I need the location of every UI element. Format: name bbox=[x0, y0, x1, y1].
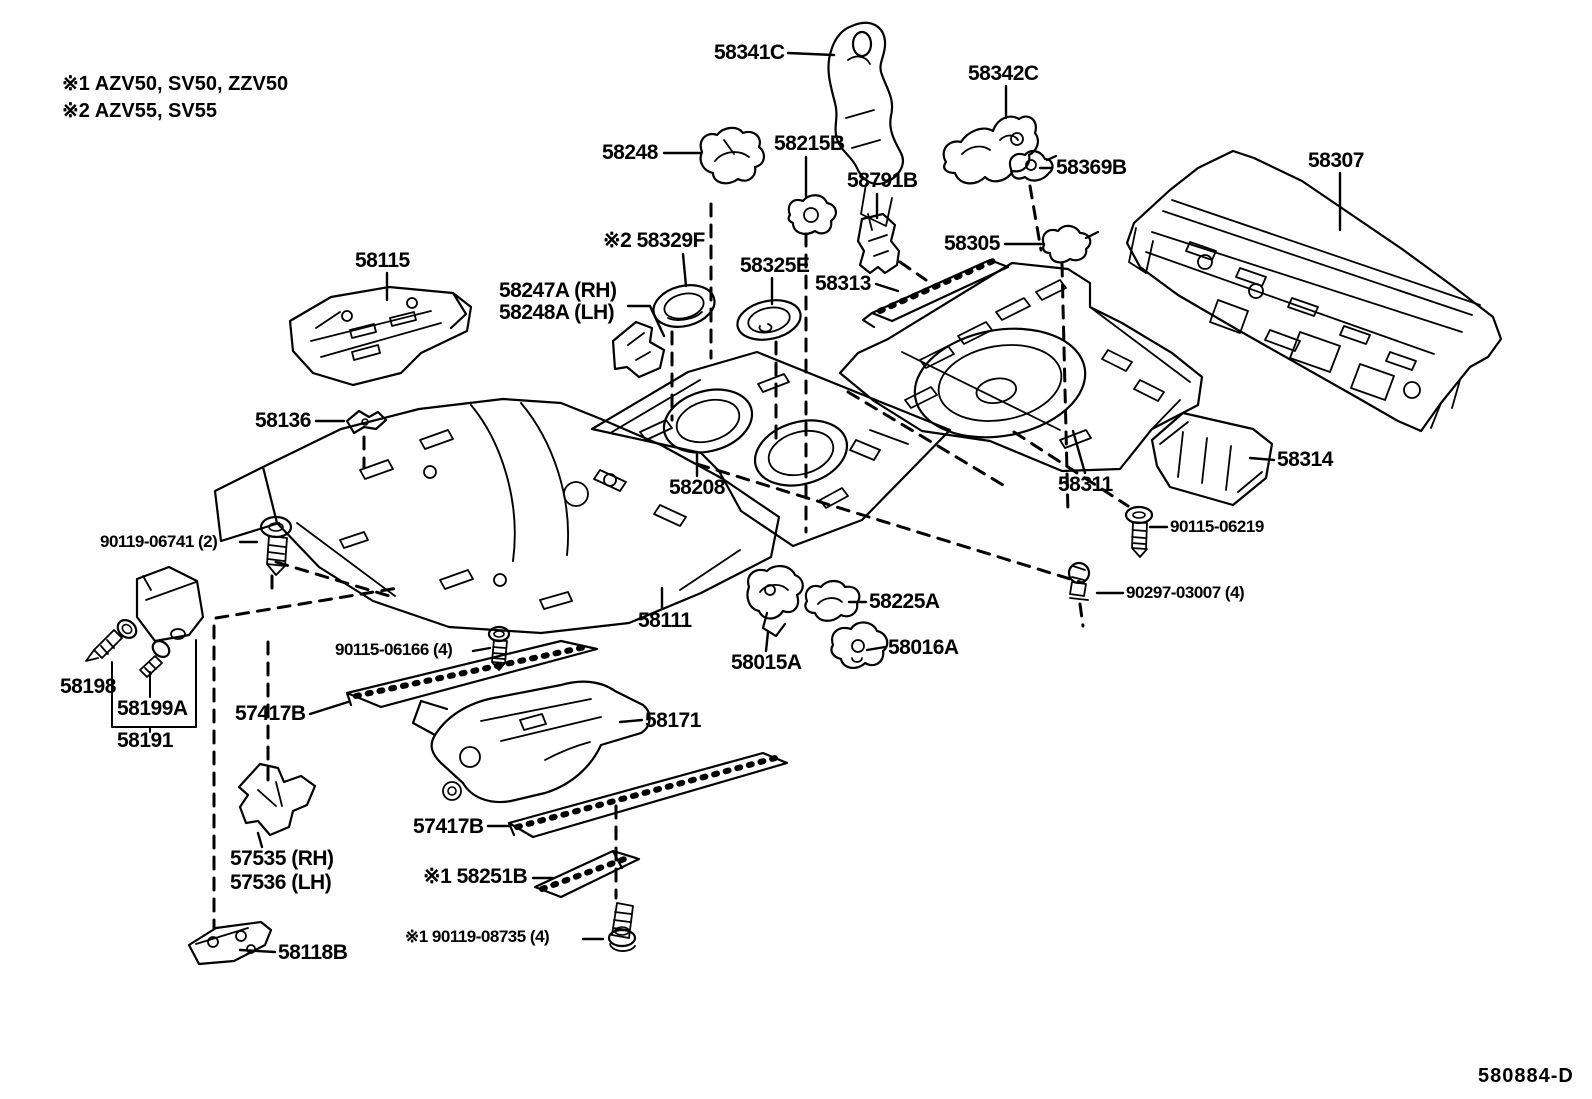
part-label-57417B-front: 57417B bbox=[235, 702, 306, 725]
part-label-58225A: 58225A bbox=[869, 590, 940, 613]
part-label-58791B: 58791B bbox=[847, 169, 918, 192]
part-58329F-drawing bbox=[652, 284, 716, 328]
part-label-58191: 58191 bbox=[117, 729, 173, 752]
part-58118B-drawing bbox=[187, 920, 273, 966]
part-label-58341C: 58341C bbox=[714, 41, 785, 64]
part-57417B-rear-rail-drawing bbox=[507, 751, 789, 839]
part-label-58247A: 58247A (RH) bbox=[499, 279, 617, 302]
part-58215B-drawing bbox=[787, 194, 837, 235]
part-label-58311: 58311 bbox=[1058, 473, 1113, 496]
part-label-58248A: 58248A (LH) bbox=[499, 301, 615, 324]
part-58225A-drawing bbox=[804, 579, 861, 622]
part-label-58325E: 58325E bbox=[740, 254, 810, 277]
part-58171-drawing bbox=[411, 680, 651, 804]
part-label-90115-06219: 90115-06219 bbox=[1170, 517, 1264, 536]
part-58342C-drawing bbox=[942, 115, 1039, 185]
part-label-58305: 58305 bbox=[944, 232, 1000, 255]
bolt-90119-08735-drawing bbox=[607, 902, 637, 952]
part-58313-drawing bbox=[861, 255, 1010, 329]
part-label-58118B: 58118B bbox=[278, 941, 348, 964]
part-57535-drawing bbox=[237, 762, 317, 837]
part-58208-drawing bbox=[590, 350, 952, 548]
part-label-90119-06741: 90119-06741 (2) bbox=[100, 532, 218, 551]
part-58248-drawing bbox=[699, 126, 765, 185]
leader-lines bbox=[111, 51, 1342, 954]
part-58198-screw-drawing bbox=[85, 619, 138, 662]
part-58307-drawing bbox=[1125, 149, 1503, 433]
part-58305-drawing bbox=[1041, 224, 1100, 264]
part-label-58136: 58136 bbox=[255, 409, 311, 432]
part-label-57536: 57536 (LH) bbox=[230, 871, 332, 894]
bracket-lines-58191-group bbox=[111, 639, 197, 733]
part-label-58307: 58307 bbox=[1308, 149, 1364, 172]
bolt-90115-06219-drawing bbox=[1124, 505, 1154, 558]
part-label-58111: 58111 bbox=[638, 609, 692, 632]
part-58015A-drawing bbox=[746, 565, 804, 638]
part-label-58171: 58171 bbox=[645, 709, 701, 732]
part-label-58251B: ※1 58251B bbox=[423, 865, 528, 888]
part-label-58369B: 58369B bbox=[1056, 156, 1127, 179]
legend-note-1: ※1 AZV50, SV50, ZZV50 bbox=[62, 73, 289, 95]
part-label-58199A: 58199A bbox=[117, 697, 188, 720]
part-label-58198: 58198 bbox=[60, 675, 116, 698]
part-label-90115-06166: 90115-06166 (4) bbox=[335, 640, 453, 659]
part-58199A-screw-drawing bbox=[139, 640, 171, 678]
part-58325E-drawing bbox=[736, 299, 802, 341]
part-58191-drawing bbox=[135, 565, 205, 643]
part-label-58329F: ※2 58329F bbox=[603, 229, 705, 252]
part-58247A-drawing bbox=[611, 320, 666, 379]
part-58311-drawing bbox=[838, 261, 1204, 473]
part-label-58342C: 58342C bbox=[968, 62, 1039, 85]
part-58369B-drawing bbox=[1008, 149, 1058, 182]
part-58341C-drawing bbox=[827, 21, 904, 231]
part-58791B-drawing bbox=[856, 212, 901, 275]
legend-note-2: ※2 AZV55, SV55 bbox=[62, 100, 217, 122]
part-58115-drawing bbox=[288, 285, 473, 387]
part-label-58314: 58314 bbox=[1277, 448, 1333, 471]
part-label-90119-08735: ※1 90119-08735 (4) bbox=[405, 927, 550, 946]
fastener-90297-03007-drawing bbox=[1067, 561, 1091, 601]
part-57417B-front-rail-drawing bbox=[345, 639, 599, 709]
part-label-58016A: 58016A bbox=[888, 636, 959, 659]
part-58111-drawing bbox=[213, 397, 781, 635]
part-label-58215B: 58215B bbox=[774, 132, 845, 155]
phantom-dashed-lines bbox=[212, 184, 1130, 930]
part-label-57417B-rear: 57417B bbox=[413, 815, 484, 838]
bolt-90115-06166-drawing bbox=[487, 625, 511, 671]
part-58016A-drawing bbox=[830, 621, 889, 669]
diagram-code: 580884-D bbox=[1478, 1065, 1574, 1087]
part-label-57535: 57535 (RH) bbox=[230, 847, 334, 870]
part-label-90297-03007: 90297-03007 (4) bbox=[1126, 583, 1245, 602]
part-label-58115: 58115 bbox=[355, 249, 410, 272]
bolt-90119-06741-drawing bbox=[259, 515, 293, 576]
part-label-58015A: 58015A bbox=[731, 651, 802, 674]
part-58251B-drawing bbox=[533, 849, 641, 899]
part-label-58248: 58248 bbox=[602, 141, 658, 164]
part-58314-drawing bbox=[1150, 411, 1274, 507]
part-label-58208: 58208 bbox=[669, 476, 725, 499]
part-label-58313: 58313 bbox=[815, 272, 871, 295]
